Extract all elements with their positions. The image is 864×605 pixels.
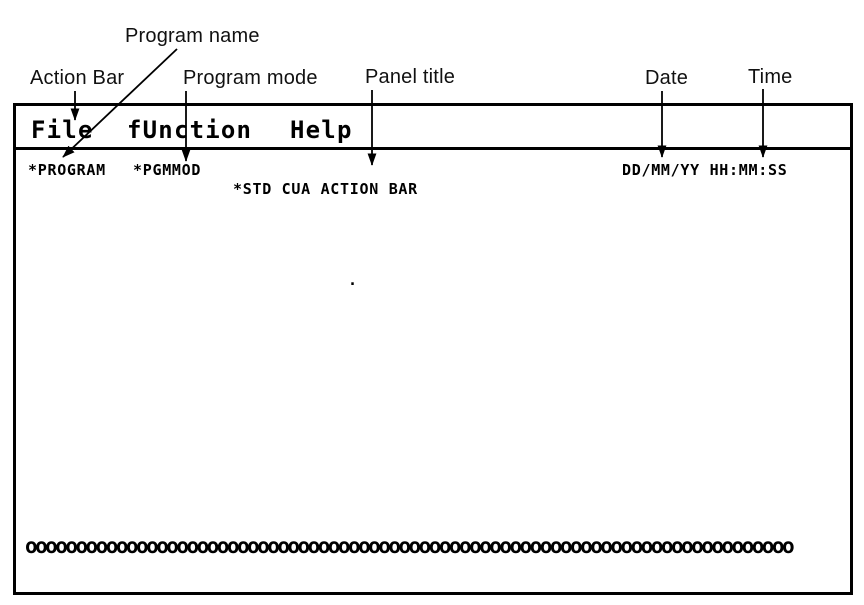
panel-frame (13, 103, 853, 595)
menu-item-function[interactable]: fUnction (127, 116, 253, 144)
panel-title-label: Panel title (365, 66, 456, 88)
date-label: Date (645, 67, 689, 89)
message-line-field: oooooooooooooooooooooooooooooooooooooooo… (25, 534, 795, 558)
panel-title-field: *STD CUA ACTION BAR (233, 180, 418, 198)
menu-item-file[interactable]: File (31, 116, 94, 144)
menu-item-help[interactable]: Help (290, 116, 353, 144)
dot-marker: . (348, 271, 358, 289)
program-name-label: Program name (125, 25, 260, 47)
program-name-field: *PROGRAM (28, 161, 106, 179)
program-mode-label: Program mode (183, 67, 318, 89)
time-label: Time (748, 66, 793, 88)
action-bar-divider (16, 147, 850, 150)
program-mode-field: *PGMMOD (133, 161, 202, 179)
datetime-field: DD/MM/YY HH:MM:SS (622, 161, 788, 179)
action-bar-label: Action Bar (30, 67, 125, 89)
